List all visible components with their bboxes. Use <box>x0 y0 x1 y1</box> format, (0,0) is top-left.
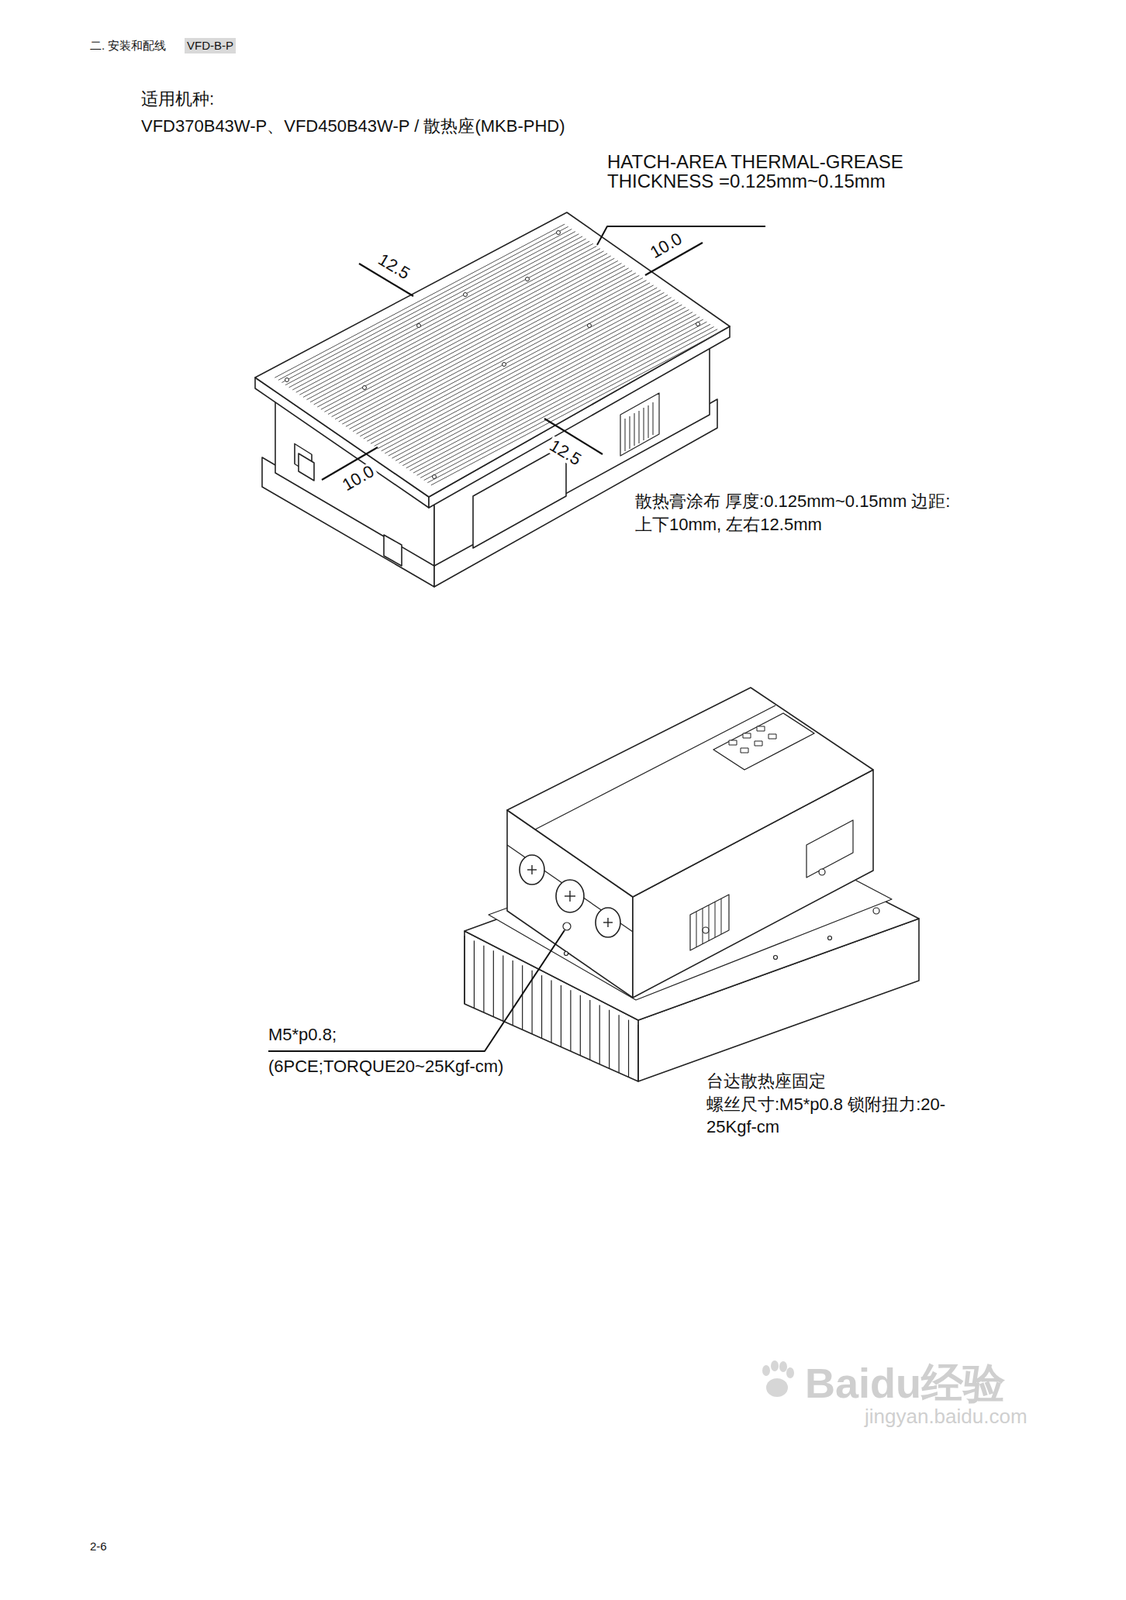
model-list: VFD370B43W-P、VFD450B43W-P / 散热座(MKB-PHD) <box>141 116 565 137</box>
hatch-line <box>303 243 594 398</box>
heatsink-fin <box>628 1020 629 1078</box>
hatch-line <box>366 287 657 442</box>
hatch-line <box>424 326 715 481</box>
heatsink-fin <box>550 980 552 1044</box>
hatch-line <box>307 246 598 401</box>
hatch-line <box>285 231 576 386</box>
hatch-line <box>427 329 718 484</box>
screw-callout: M5*p0.8; <box>268 1025 337 1046</box>
hatch-line <box>409 317 700 471</box>
hatch-line <box>299 241 590 395</box>
hatch-line <box>413 319 704 474</box>
heatsink-fin <box>502 956 504 1023</box>
heatsink-fin <box>560 985 562 1048</box>
heatsink-fin <box>493 950 494 1018</box>
heatsink-fin <box>521 965 523 1030</box>
hatch-line <box>335 265 626 420</box>
hatch-line <box>374 292 665 446</box>
section-heading: 适用机种: <box>141 89 215 110</box>
page-header-tag: VFD-B-P <box>184 37 236 54</box>
page-number: 2-6 <box>89 1540 108 1555</box>
heatsink-fin <box>580 995 581 1057</box>
heatsink-fin <box>608 1010 610 1070</box>
hatch-line <box>356 280 647 435</box>
hatch-line <box>341 270 633 425</box>
watermark: Baidu经验 <box>804 1358 1006 1410</box>
hatch-line <box>331 263 622 418</box>
heatsink-fin <box>541 975 543 1039</box>
heatsink-fin <box>512 960 514 1026</box>
hatch-line <box>345 272 636 427</box>
hatch-line <box>381 297 672 452</box>
hatch-line <box>274 224 565 378</box>
heatsink-fin <box>618 1015 620 1074</box>
hatch-line <box>384 300 675 454</box>
hatch-line <box>314 251 605 405</box>
hatch-line <box>377 295 668 450</box>
hatch-line <box>328 260 619 415</box>
heatsink-fin <box>599 1005 601 1064</box>
hatch-line <box>391 304 682 459</box>
watermark: jingyan.baidu.com <box>864 1405 1028 1430</box>
hatch-line <box>395 307 686 461</box>
hatch-line <box>321 255 612 410</box>
dimension: 12.5 <box>373 249 415 284</box>
heatsink-fin <box>589 1000 591 1061</box>
hatch-line <box>431 331 722 486</box>
hatch-line <box>281 228 572 383</box>
hatch-line <box>370 290 661 444</box>
hatch-line <box>317 253 608 408</box>
hatch-line <box>417 321 708 476</box>
grease-note-cn: 散热膏涂布 厚度:0.125mm~0.15mm 边距:上下10mm, 左右12.… <box>635 490 961 536</box>
heatsink-fin <box>637 1025 639 1082</box>
hatch-line <box>399 309 690 463</box>
hatch-line <box>363 285 654 439</box>
hatch-line <box>310 248 601 403</box>
hatch-line <box>338 268 629 422</box>
hatch-line <box>388 302 679 456</box>
hatch-line <box>359 283 650 437</box>
hatch-line <box>296 238 587 393</box>
hatch-line <box>278 226 569 380</box>
heatsink-fin <box>463 936 465 1005</box>
hatch-line <box>289 234 580 388</box>
page-header: 二. 安装和配线 <box>89 38 166 53</box>
heatsink-fin <box>569 990 571 1052</box>
hatch-line <box>420 324 711 478</box>
heatsink-assembly <box>268 687 919 1082</box>
mounting-note-cn: 台达散热座固定 螺丝尺寸:M5*p0.8 锁附扭力:20-25Kgf-cm <box>706 1070 963 1140</box>
hatch-line <box>352 277 643 432</box>
hatch-line <box>292 236 583 391</box>
dimension: 10.0 <box>645 228 687 263</box>
grease-note: HATCH-AREA THERMAL-GREASE THICKNESS =0.1… <box>607 151 972 191</box>
heatsink-fin <box>483 946 484 1013</box>
hatch-line <box>348 275 639 429</box>
watermark-paw <box>762 1360 795 1398</box>
hatch-line <box>324 258 615 412</box>
hatch-line <box>402 312 693 467</box>
heatsink-fin <box>473 940 475 1009</box>
screw-callout: (6PCE;TORQUE20~25Kgf-cm) <box>268 1056 504 1078</box>
